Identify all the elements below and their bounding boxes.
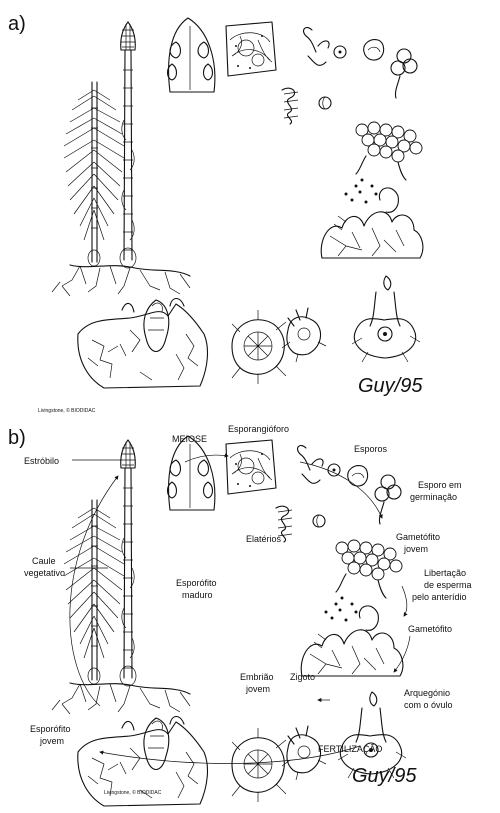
life-cycle-arrow-left — [69, 475, 119, 707]
life-cycle-arrow-right-lower — [401, 585, 408, 617]
young-sporophyte-illustration — [77, 297, 209, 389]
life-cycle-arrow-right-bottom — [393, 635, 411, 673]
label-esporofito-maduro-1: Esporófito — [176, 578, 217, 588]
label-zigoto: Zigoto — [290, 672, 315, 682]
germinating-spore-illustration — [347, 465, 402, 525]
panel-a-signature: Guy/95 — [358, 375, 423, 397]
label-fertilizacao: FERTILIZAÇÃO — [318, 744, 382, 754]
label-caule-1: Caule — [32, 556, 56, 566]
label-meiose: MEIOSE — [172, 434, 207, 444]
label-gametofito-jovem-1: Gametófito — [396, 532, 440, 542]
sporangiophore-section-illustration — [166, 17, 216, 93]
label-esporofito-jovem-2: jovem — [39, 736, 64, 746]
label-gametofito: Gametófito — [408, 624, 452, 634]
label-elaterios: Elatérios — [246, 534, 282, 544]
life-cycle-arrow-top — [184, 453, 229, 463]
sporangium-illustration — [225, 21, 277, 77]
panel-a: a) Livingstone, © BIODIDAC Guy/95 — [8, 13, 424, 414]
label-arquegonio-1: Arquegónio — [404, 688, 450, 698]
label-esporofito-jovem-1: Esporófito — [30, 724, 71, 734]
label-libertacao-2: de esperma — [424, 580, 472, 590]
life-cycle-arrow-right — [299, 461, 383, 519]
zygote-illustration — [281, 307, 327, 363]
young-gametophyte-illustration — [335, 539, 403, 599]
sporangiophore-section-illustration — [166, 435, 216, 511]
panel-b: b) MEIOSE Esporangióforo Esporos — [8, 424, 472, 807]
young-embryo-illustration — [231, 309, 287, 385]
label-embriao-2: jovem — [245, 684, 270, 694]
spores-with-elaters-illustration — [281, 26, 347, 125]
label-arquegonio-2: com o óvulo — [404, 700, 453, 710]
gametophyte-antheridium-illustration — [320, 177, 424, 259]
germinating-spore-illustration — [363, 39, 418, 99]
panel-b-letter: b) — [8, 427, 26, 449]
gametophyte-antheridium-illustration — [300, 595, 404, 677]
label-esporangioforo: Esporangióforo — [228, 424, 289, 434]
young-embryo-illustration — [231, 727, 287, 803]
panel-b-signature: Guy/95 — [352, 765, 417, 787]
label-esporofito-maduro-2: maduro — [182, 590, 213, 600]
label-caule-2: vegetativo — [24, 568, 65, 578]
panel-a-letter: a) — [8, 13, 26, 35]
spores-with-elaters-illustration — [275, 444, 341, 543]
label-esporos: Esporos — [354, 444, 388, 454]
label-estrobilo: Estróbilo — [24, 456, 59, 466]
label-embriao-1: Embrião — [240, 672, 274, 682]
sporangium-illustration — [225, 439, 277, 495]
label-libertacao-3: pelo anterídio — [412, 592, 467, 602]
panel-b-credit: Livingstone, © BIODIDAC — [104, 789, 162, 796]
archegonium-illustration — [351, 275, 421, 363]
label-germinacao: germinação — [410, 492, 457, 502]
young-gametophyte-illustration — [355, 121, 423, 181]
label-gametofito-jovem-2: jovem — [403, 544, 428, 554]
label-libertacao-1: Libertação — [424, 568, 466, 578]
life-cycle-arrow-bottom — [99, 745, 361, 764]
panel-a-credit: Livingstone, © BIODIDAC — [38, 407, 96, 414]
label-esporo-em: Esporo em — [418, 480, 462, 490]
